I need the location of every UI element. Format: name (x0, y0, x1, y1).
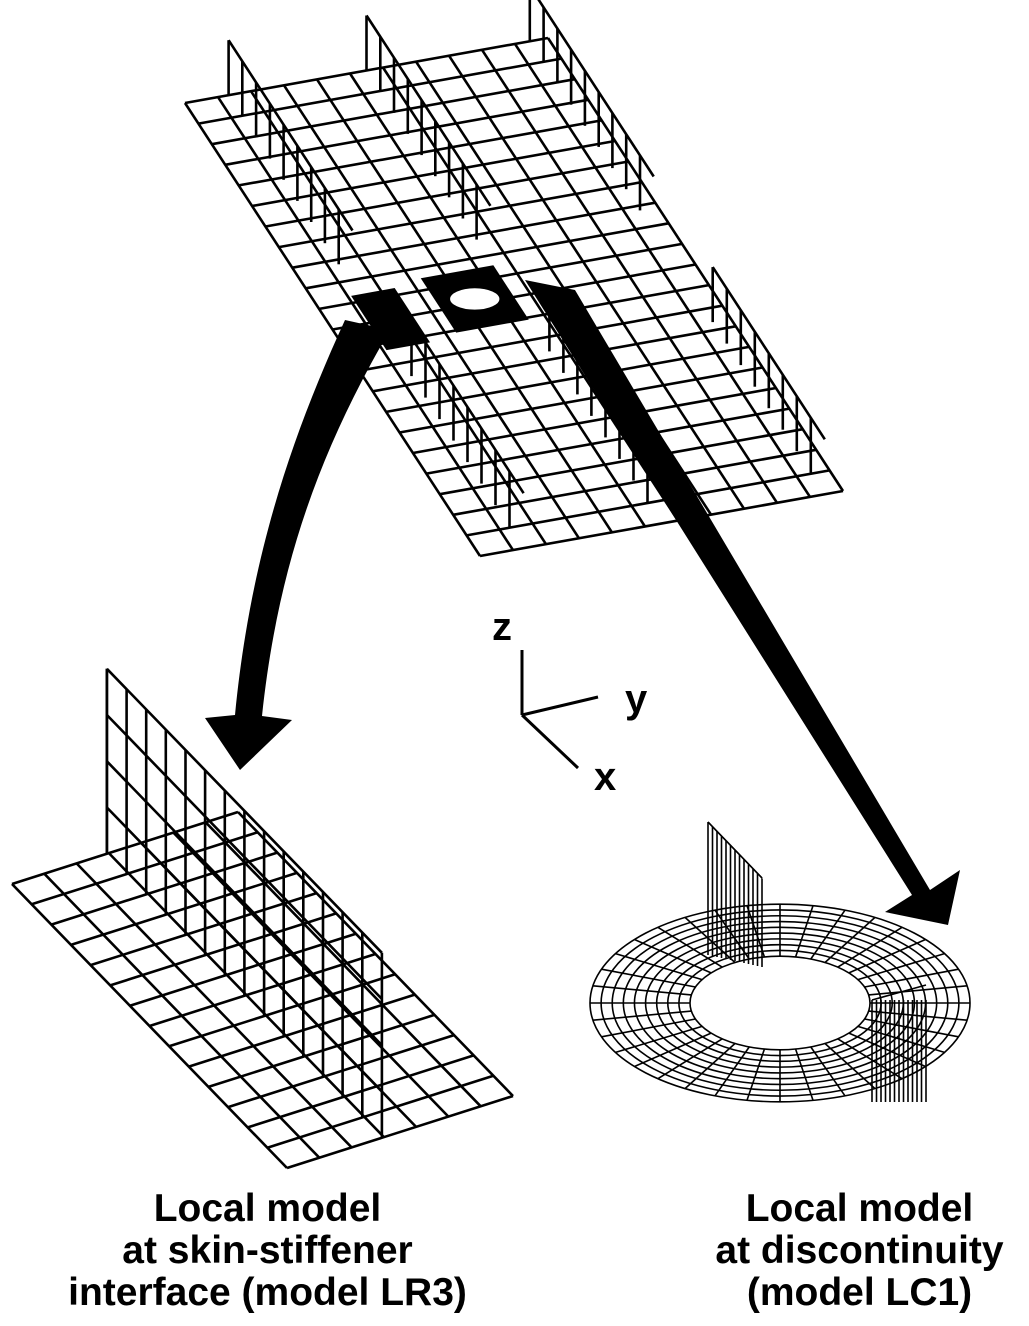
coordinate-axes: z y x (492, 605, 648, 799)
caption-right-line-3: (model LC1) (746, 1271, 973, 1314)
axis-label-z: z (492, 605, 512, 649)
caption-left-line-1: Local model (153, 1187, 382, 1230)
caption-right-line-2: at discontinuity (715, 1229, 1004, 1272)
caption-left-line-3: interface (model LR3) (68, 1271, 467, 1314)
caption-skin-stiffener-model: Local model at skin-stiffener interface … (0, 1188, 535, 1314)
axis-label-x: x (594, 755, 616, 799)
arrow-to-skin-stiffener-model (205, 320, 390, 770)
caption-left-line-2: at skin-stiffener (122, 1229, 413, 1272)
local-model-lr3-mesh (11, 667, 514, 1170)
global-stiffened-panel-mesh (183, 0, 845, 558)
caption-right-line-1: Local model (745, 1187, 974, 1230)
axis-label-y: y (625, 677, 648, 721)
arrow-to-discontinuity-model (525, 280, 960, 925)
local-model-lc1-mesh (589, 821, 971, 1103)
caption-discontinuity-model: Local model at discontinuity (model LC1) (690, 1188, 1029, 1314)
